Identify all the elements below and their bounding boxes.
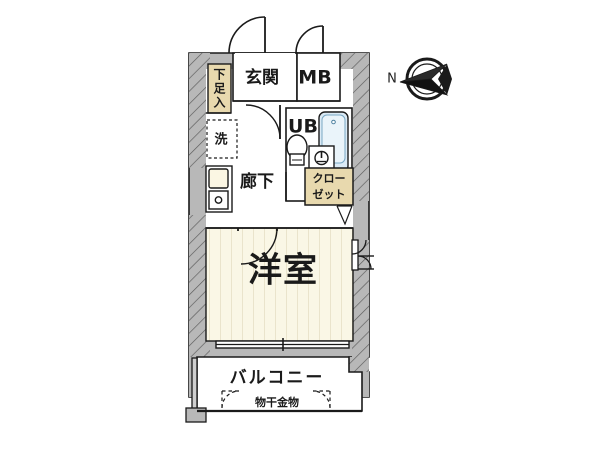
compass-rose	[399, 57, 452, 101]
genkan-label: 玄関	[245, 67, 279, 88]
compass-arrow-head	[438, 64, 452, 95]
bathtub-drain	[331, 119, 336, 125]
compass-north-label: N	[387, 72, 397, 87]
toilet	[286, 134, 308, 166]
room-side-window	[351, 239, 374, 271]
balcony-label: バルコニー	[230, 368, 325, 388]
balcony-sliding-glass-door	[215, 338, 350, 351]
laundry-hanger-label: 物干金物	[255, 395, 299, 409]
closet-label-line-1: クロー	[313, 172, 346, 185]
washing-machine-label: 洗	[214, 132, 227, 148]
room-door-swing	[237, 227, 278, 265]
corridor-door-swing	[245, 104, 281, 140]
closet-label: クロー ゼット	[313, 172, 346, 201]
kitchen-unit	[205, 165, 233, 213]
entrance-door-swing	[228, 16, 266, 54]
washing-machine-space-box	[206, 119, 238, 159]
shoe-cabinet-label-char-2: 足	[213, 82, 225, 96]
shoe-cabinet-label-char-1: 下	[213, 68, 225, 82]
meter-box-label: MB	[298, 67, 331, 89]
vanity-sink	[308, 145, 335, 171]
unit-bath-label: UB	[288, 116, 318, 138]
laundry-hanger-arcs	[221, 390, 331, 409]
kitchen-sink-basin	[208, 168, 229, 189]
western-room-floor	[205, 227, 354, 342]
closet-door-swing	[336, 205, 353, 226]
stove-burner	[214, 196, 223, 204]
corridor-label: 廊下	[240, 171, 274, 192]
closet-box	[304, 167, 354, 206]
compass-needle-south	[399, 78, 449, 96]
closet-label-line-2: ゼット	[313, 187, 346, 201]
western-room-label: 洋室	[248, 251, 318, 291]
shoe-cabinet-label-char-3: 入	[213, 96, 225, 110]
meter-box-door-swing	[295, 25, 324, 54]
shoe-cabinet-label: 下 足 入	[213, 68, 225, 110]
meter-box-area	[296, 52, 341, 102]
entrance-door-opening	[235, 53, 295, 57]
